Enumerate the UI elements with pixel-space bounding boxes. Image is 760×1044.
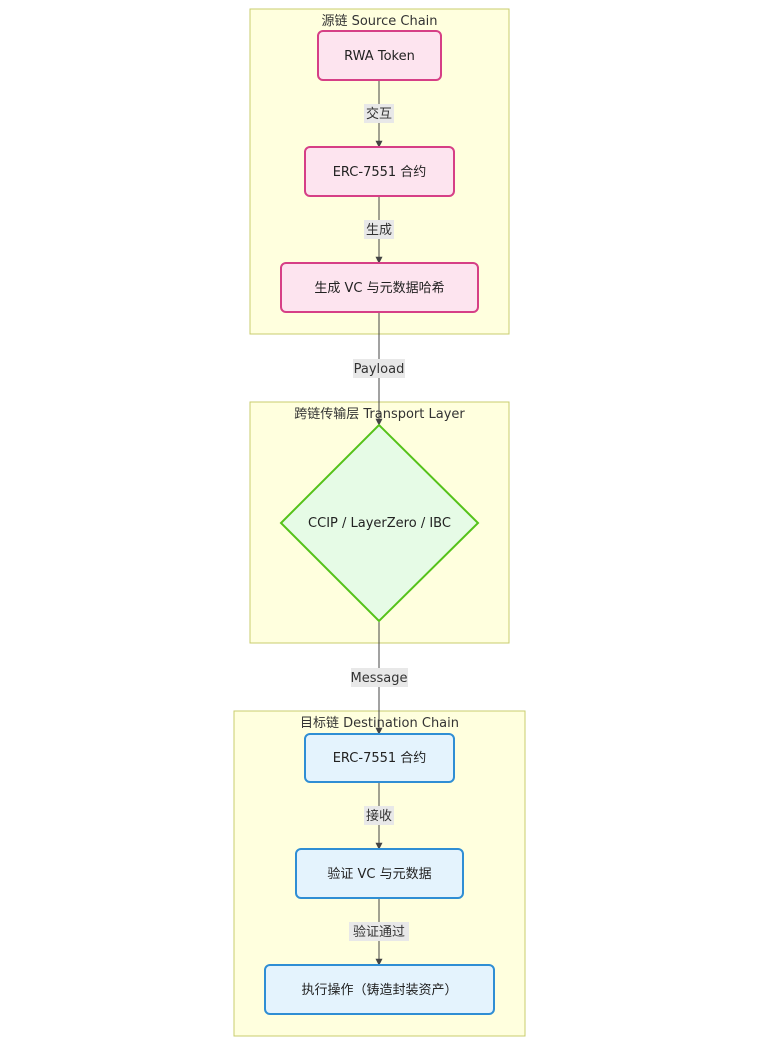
svg-text:生成: 生成 xyxy=(366,223,392,238)
svg-text:RWA Token: RWA Token xyxy=(344,49,415,64)
node-generate-vc[interactable]: 生成 VC 与元数据哈希 xyxy=(280,262,479,313)
node-verify-vc[interactable]: 验证 VC 与元数据 xyxy=(295,848,464,899)
node-execute-operation[interactable]: 执行操作（铸造封装资产） xyxy=(264,964,495,1015)
svg-text:验证 VC 与元数据: 验证 VC 与元数据 xyxy=(327,866,431,882)
svg-text:Message: Message xyxy=(351,671,408,686)
cluster-transport-title: 跨链传输层 Transport Layer xyxy=(294,406,465,422)
node-source-erc7551-contract[interactable]: ERC-7551 合约 xyxy=(304,146,455,197)
svg-text:执行操作（铸造封装资产）: 执行操作（铸造封装资产） xyxy=(301,982,457,998)
edge-label-payload: Payload xyxy=(353,359,405,378)
svg-text:ERC-7551 合约: ERC-7551 合约 xyxy=(333,165,427,180)
node-destination-erc7551-contract[interactable]: ERC-7551 合约 xyxy=(304,733,455,783)
svg-text:验证通过: 验证通过 xyxy=(353,924,405,940)
edge-label-generate: 生成 xyxy=(364,220,394,239)
edge-label-verified: 验证通过 xyxy=(349,922,409,941)
svg-text:CCIP / LayerZero / IBC: CCIP / LayerZero / IBC xyxy=(308,516,451,531)
node-rwa-token[interactable]: RWA Token xyxy=(317,30,442,81)
svg-text:生成 VC 与元数据哈希: 生成 VC 与元数据哈希 xyxy=(314,281,444,296)
svg-text:Payload: Payload xyxy=(354,362,405,377)
node-transport-protocols[interactable]: CCIP / LayerZero / IBC xyxy=(279,423,480,623)
edge-label-interact: 交互 xyxy=(364,104,394,123)
cluster-source-title: 源链 Source Chain xyxy=(321,14,437,29)
svg-text:接收: 接收 xyxy=(366,808,392,824)
svg-text:ERC-7551 合约: ERC-7551 合约 xyxy=(333,751,427,766)
edge-label-message: Message xyxy=(351,668,408,687)
edge-label-receive: 接收 xyxy=(364,806,394,825)
svg-text:交互: 交互 xyxy=(366,106,392,122)
